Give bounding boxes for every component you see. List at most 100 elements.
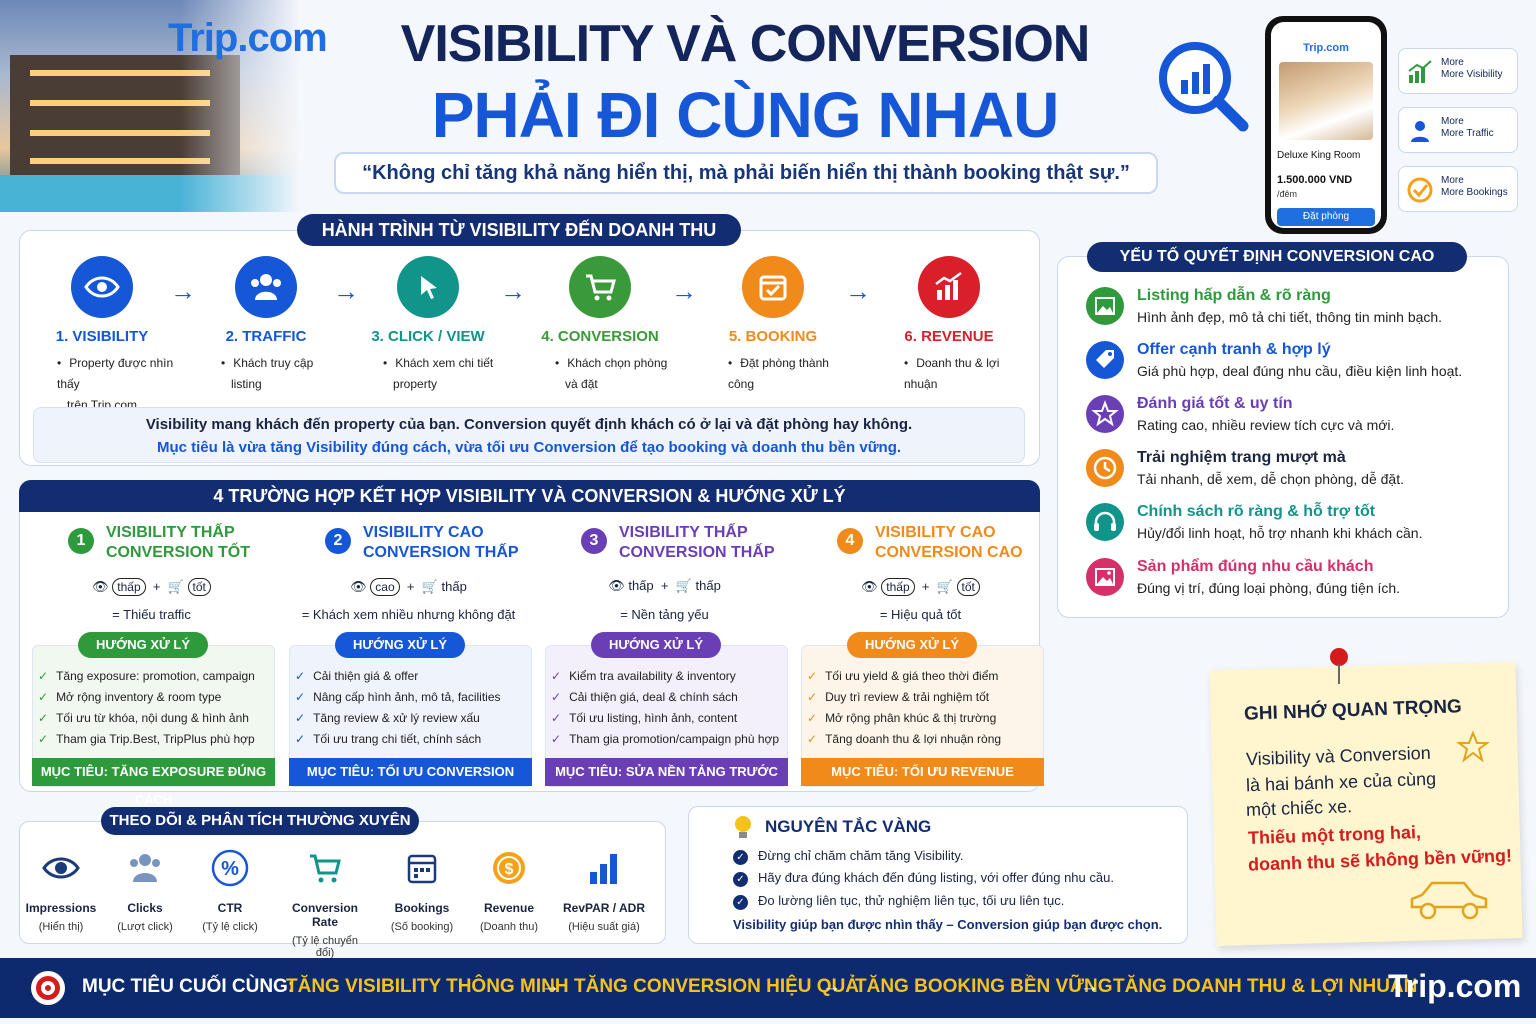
svg-text:$: $ xyxy=(505,861,514,878)
action-item: Tăng exposure: promotion, campaign xyxy=(56,669,255,683)
factor-desc: Rating cao, nhiều review tích cực và mới… xyxy=(1137,417,1395,433)
metric-impressions: Impressions (Hiển thị) xyxy=(19,848,103,933)
golden-rule-text: Đo lường liên tục, thử nghiệm liên tục, … xyxy=(758,893,1065,908)
headset-icon xyxy=(1086,503,1124,541)
room-price: 1.500.000 VND xyxy=(1277,174,1353,186)
factors-title: YẾU TỐ QUYẾT ĐỊNH CONVERSION CAO xyxy=(1087,242,1467,272)
step-desc: Property được nhìn thấy xyxy=(57,356,174,391)
note-line: một chiếc xe. xyxy=(1245,796,1353,820)
golden-rule: ✓Hãy đưa đúng khách đến đúng listing, vớ… xyxy=(733,870,1114,887)
action-item: Tăng review & xử lý review xấu xyxy=(313,711,480,725)
arrow-right-icon: → xyxy=(541,976,560,997)
metric-name: Conversion Rate xyxy=(291,901,358,929)
conversion-level: tốt xyxy=(956,578,980,596)
factor-title: Offer cạnh tranh & hợp lý xyxy=(1137,341,1331,358)
case-goal: MỤC TIÊU: TỐI ƯU CONVERSION xyxy=(289,758,532,786)
case-3: 3 VISIBILITY THẤP CONVERSION THẤP 👁 thấp… xyxy=(537,512,792,792)
case-result: = Khách xem nhiều nhưng không đặt xyxy=(301,607,516,622)
magnifier-chart-icon xyxy=(1159,42,1249,132)
cart-icon: 🛒 xyxy=(675,578,692,593)
check-icon: ✓ xyxy=(733,850,748,865)
metric-name: CTR xyxy=(217,901,243,915)
eye-icon xyxy=(71,256,133,318)
conversion-level: thấp xyxy=(441,579,467,594)
case-goal: MỤC TIÊU: TĂNG EXPOSURE ĐÚNG CÁCH xyxy=(32,758,275,807)
visibility-level: cao xyxy=(370,578,400,596)
journey-title: HÀNH TRÌNH TỪ VISIBILITY ĐẾN DOANH THU xyxy=(297,214,741,246)
step-label: 3. CLICK / VIEW xyxy=(371,328,485,345)
case-4: 4 VISIBILITY CAO CONVERSION CAO 👁 thấp +… xyxy=(793,512,1048,792)
room-name: Deluxe King Room xyxy=(1277,150,1361,161)
step-visibility: 1. VISIBILITY Property được nhìn thấy tr… xyxy=(17,256,187,416)
eye-icon: 👁 xyxy=(350,579,367,594)
svg-text:%: % xyxy=(221,858,239,880)
action-item: Cải thiện giá & offer xyxy=(313,669,419,683)
action-item: Tối ưu từ khóa, nội dung & hình ảnh xyxy=(56,711,249,725)
action-item: Kiểm tra availability & inventory xyxy=(569,669,736,683)
step-desc: Doanh thu & lợi nhuận xyxy=(904,356,1000,391)
step-desc: listing xyxy=(231,377,262,391)
tag-icon xyxy=(1086,341,1124,379)
coin-icon: $ xyxy=(493,852,525,884)
step-click-view: 3. CLICK / VIEW Khách xem chi tiết prope… xyxy=(343,256,513,395)
golden-rule-text: Hãy đưa đúng khách đến đúng listing, với… xyxy=(758,870,1114,885)
golden-rules-footer: Visibility giúp bạn được nhìn thấy – Con… xyxy=(733,917,1163,932)
action-label: HƯỚNG XỬ LÝ xyxy=(591,632,721,658)
more-traffic-box: More More Traffic xyxy=(1398,107,1518,153)
action-label: HƯỚNG XỬ LÝ xyxy=(78,632,208,658)
metric-sub: (Tỷ lệ chuyển đổi) xyxy=(291,935,359,959)
factor-title: Trải nghiệm trang mượt mà xyxy=(1137,449,1346,466)
cart-icon xyxy=(310,854,341,883)
star-doodle-icon xyxy=(1456,730,1490,763)
metric-bookings: Bookings (Số booking) xyxy=(380,848,464,933)
book-room-button[interactable]: Đặt phòng xyxy=(1277,208,1375,226)
step-conversion: 4. CONVERSION Khách chọn phòng và đặt xyxy=(515,256,685,395)
case-number: 2 xyxy=(325,528,351,554)
more-label: More xyxy=(1441,175,1464,186)
per-night: /đêm xyxy=(1277,189,1298,199)
step-label: 6. REVENUE xyxy=(904,328,994,345)
step-desc: Khách xem chi tiết xyxy=(395,356,494,370)
action-label: HƯỚNG XỬ LÝ xyxy=(335,632,465,658)
footer-trip-logo[interactable]: Trip.com xyxy=(1388,968,1522,1004)
step-traffic: 2. TRAFFIC Khách truy cập listing xyxy=(181,256,351,395)
step-booking: 5. BOOKING Đặt phòng thành công xyxy=(688,256,858,395)
factors-panel xyxy=(1057,256,1509,618)
case-1: 1 VISIBILITY THẤP CONVERSION TỐT 👁 thấp … xyxy=(24,512,279,807)
action-item: Nâng cấp hình ảnh, mô tả, facilities xyxy=(313,690,501,704)
factor-desc: Giá phù hợp, deal đúng nhu cầu, điều kiệ… xyxy=(1137,363,1463,379)
step-desc: Khách truy cập xyxy=(233,356,314,370)
action-item: Tham gia Trip.Best, TripPlus phù hợp xyxy=(56,732,255,746)
action-item: Tối ưu yield & giá theo thời điểm xyxy=(825,669,999,683)
check-circle-icon xyxy=(1407,177,1433,203)
calendar-icon xyxy=(407,854,437,884)
golden-rules-panel xyxy=(688,806,1188,944)
room-photo xyxy=(1279,62,1373,140)
metric-name: Revenue xyxy=(483,901,535,915)
step-desc: Đặt phòng thành công xyxy=(728,356,829,391)
cart-icon: 🛒 xyxy=(421,579,438,594)
case-formula: 👁 thấp + 🛒 tốt xyxy=(24,578,279,596)
users-icon xyxy=(235,256,297,318)
clock-icon xyxy=(1086,449,1124,487)
conversion-level: tốt xyxy=(187,578,211,596)
star-icon xyxy=(1086,395,1124,433)
chart-up-icon xyxy=(1408,60,1432,83)
footer-label: MỤC TIÊU CUỐI CÙNG: xyxy=(82,976,295,997)
case-goal: MỤC TIÊU: SỬA NỀN TẢNG TRƯỚC xyxy=(545,758,788,786)
journey-note-line-1: Visibility mang khách đến property của b… xyxy=(145,416,913,433)
case-number: 1 xyxy=(68,528,94,554)
more-label: More xyxy=(1441,57,1464,68)
cart-icon: 🛒 xyxy=(167,579,184,594)
cart-icon: 🛒 xyxy=(936,579,953,594)
case-result: = Thiếu traffic xyxy=(112,607,191,622)
quote-banner: “Không chỉ tăng khả năng hiển thị, mà ph… xyxy=(334,152,1158,194)
step-revenue: 6. REVENUE Doanh thu & lợi nhuận xyxy=(864,256,1034,395)
metric-clicks: Clicks (Lượt click) xyxy=(103,848,187,933)
metric-ctr: % CTR (Tỷ lệ click) xyxy=(188,848,272,933)
title-line-1: VISIBILITY VÀ CONVERSION xyxy=(400,15,1091,73)
eye-icon: 👁 xyxy=(861,579,878,594)
footer-bar: MỤC TIÊU CUỐI CÙNG: TĂNG VISIBILITY THÔN… xyxy=(0,958,1536,1018)
trip-logo[interactable]: Trip.com xyxy=(168,16,328,60)
case-formula: 👁 thấp + 🛒 thấp xyxy=(608,578,721,593)
